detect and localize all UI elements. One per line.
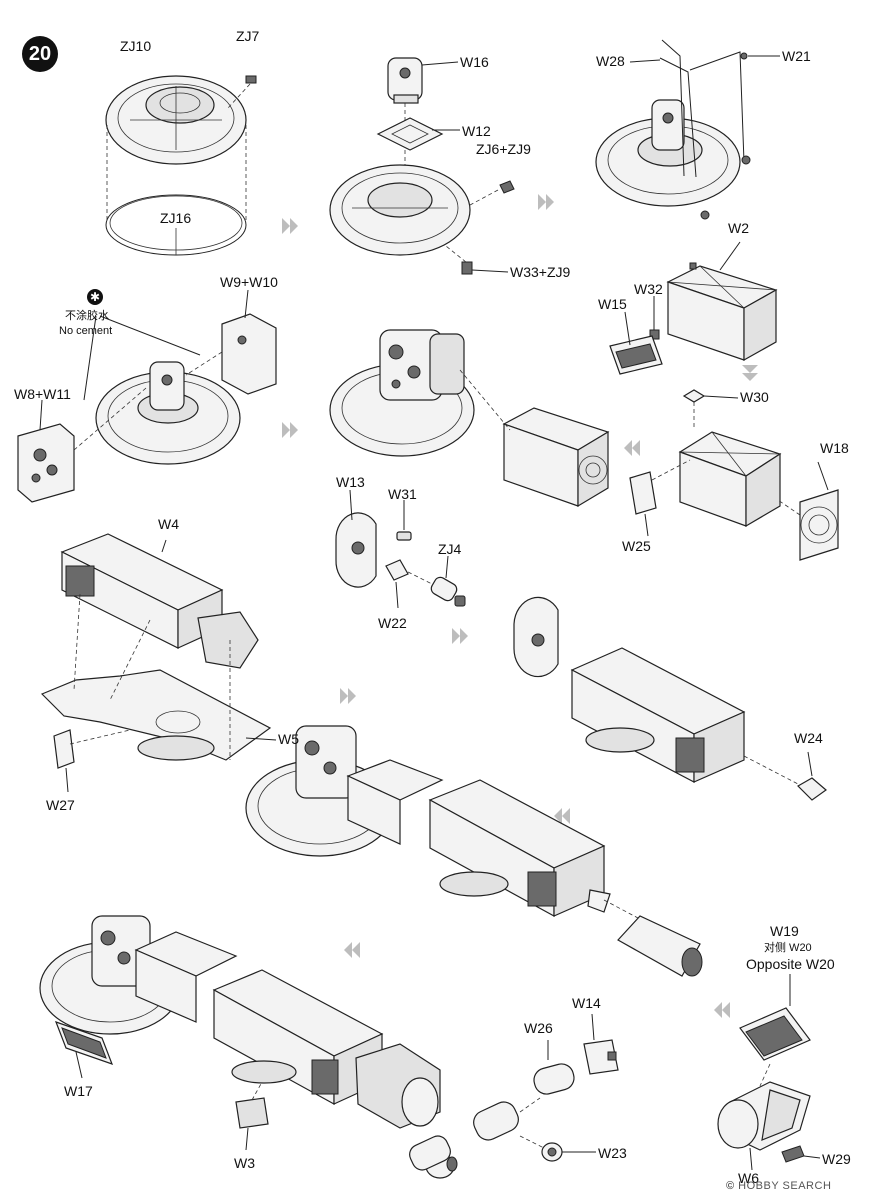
mount-w8-w11-assembly (17, 289, 277, 503)
label-w29: W29 (822, 1151, 851, 1167)
label-zj4: ZJ4 (438, 541, 462, 557)
label-w17: W17 (64, 1083, 93, 1099)
ring-zj10-assembly (105, 75, 257, 256)
watermark: © HOBBY SEARCH (726, 1180, 831, 1192)
label-w28: W28 (596, 53, 625, 69)
mount-w16-assembly (329, 57, 515, 275)
label-w9-w10: W9+W10 (220, 274, 278, 290)
label-w6: W6 (738, 1170, 759, 1186)
label-w31: W31 (388, 486, 417, 502)
rear-box-w6-assembly (717, 974, 821, 1171)
label-w33-zj9: W33+ZJ9 (510, 264, 571, 280)
label-opposite-en: Opposite W20 (746, 956, 835, 972)
label-opposite-cn: 对侧 W20 (764, 942, 812, 954)
watermark-brand: HOBBY SEARCH (738, 1180, 832, 1192)
label-w23: W23 (598, 1145, 627, 1161)
box-w2-assembly (609, 241, 778, 375)
label-w8-w11: W8+W11 (14, 386, 71, 402)
label-w15: W15 (598, 296, 627, 312)
step-number-badge: 20 (22, 36, 58, 72)
box-w30-w18-assembly (629, 389, 839, 561)
watermark-mark: © (726, 1180, 735, 1192)
label-w16: W16 (460, 54, 489, 70)
antenna-w28-w21-assembly (595, 39, 780, 220)
label-w4: W4 (158, 516, 179, 532)
label-no-cement-cn: 不涂胶水 (65, 310, 109, 322)
label-w3: W3 (234, 1155, 255, 1171)
label-w19: W19 (770, 923, 799, 939)
barrel-w14-w26-w23-assembly (473, 1013, 619, 1162)
label-zj10: ZJ10 (120, 38, 152, 54)
final-hull-assembly (39, 915, 458, 1179)
hull-w4-w5-assembly (40, 533, 277, 793)
label-w5: W5 (278, 731, 299, 747)
label-w21: W21 (782, 48, 811, 64)
label-w2: W2 (728, 220, 749, 236)
label-no-cement-en: No cement (59, 325, 113, 337)
label-w22: W22 (378, 615, 407, 631)
label-w25: W25 (622, 538, 651, 554)
no-cement-icon: ✱ (87, 289, 103, 305)
full-hull-assembly (245, 725, 703, 977)
label-zj6-zj9: ZJ6+ZJ9 (476, 141, 531, 157)
label-w30: W30 (740, 389, 769, 405)
label-w13: W13 (336, 474, 365, 490)
label-w24: W24 (794, 730, 823, 746)
label-w12: W12 (462, 123, 491, 139)
label-zj7: ZJ7 (236, 28, 260, 44)
hull-with-hatch-assembly (513, 596, 827, 801)
mount-with-box-assembly (329, 329, 610, 508)
label-w32: W32 (634, 281, 663, 297)
label-w18: W18 (820, 440, 849, 456)
label-w14: W14 (572, 995, 601, 1011)
label-zj16: ZJ16 (160, 210, 192, 226)
hatch-w13-w22-assembly (335, 489, 466, 609)
label-w27: W27 (46, 797, 75, 813)
label-w26: W26 (524, 1020, 553, 1036)
